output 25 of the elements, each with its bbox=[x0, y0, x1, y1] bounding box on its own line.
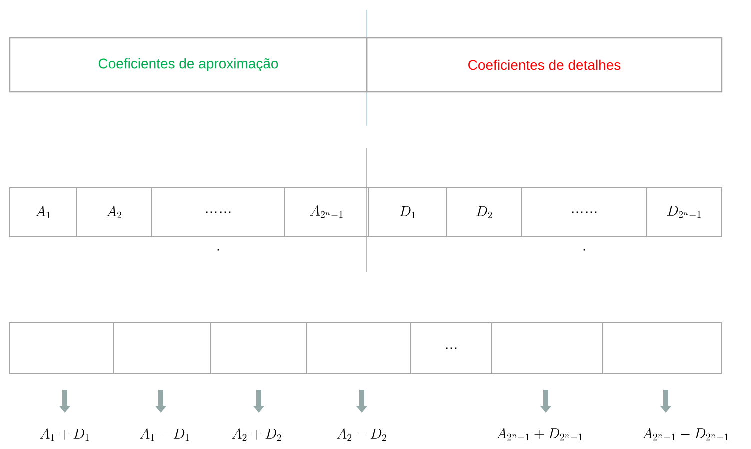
array-cell: … bbox=[410, 322, 492, 374]
formula-label: $A_2-D_2$ bbox=[337, 428, 386, 441]
array-cell: $D_2$ bbox=[446, 188, 522, 238]
array-cell: $A_{2^n-1}$ bbox=[284, 188, 370, 238]
empty-cell bbox=[114, 322, 212, 374]
array-cell: …… . bbox=[522, 188, 648, 251]
array-cell: …… . bbox=[152, 188, 286, 251]
empty-cell bbox=[10, 322, 114, 374]
formula-label: $A_{2^n-1}-D_{2^n-1}$ bbox=[642, 428, 728, 441]
node-label: . bbox=[584, 249, 586, 251]
formula-label: $A_2+D_2$ bbox=[232, 428, 282, 441]
array-cell: $A_2$ bbox=[76, 188, 152, 238]
empty-cell bbox=[602, 322, 723, 374]
array-cell: $D_1$ bbox=[368, 188, 448, 238]
header-cell: Coeficientes de detalhes bbox=[366, 37, 723, 93]
array-cell: $D_{2^n-1}$ bbox=[646, 188, 723, 238]
node-label: . bbox=[218, 249, 220, 251]
formula-label: $A_1-D_1$ bbox=[140, 428, 190, 441]
empty-cell bbox=[492, 322, 604, 374]
empty-cell bbox=[306, 322, 412, 374]
header-cell: Coeficientes de aproximação bbox=[9, 37, 368, 93]
array-cell: $A_1$ bbox=[10, 188, 78, 238]
empty-cell bbox=[210, 322, 308, 374]
formula-label: $A_{2^n-1}+D_{2^n-1}$ bbox=[496, 428, 582, 441]
formula-label: $A_1+D_1$ bbox=[40, 428, 89, 441]
